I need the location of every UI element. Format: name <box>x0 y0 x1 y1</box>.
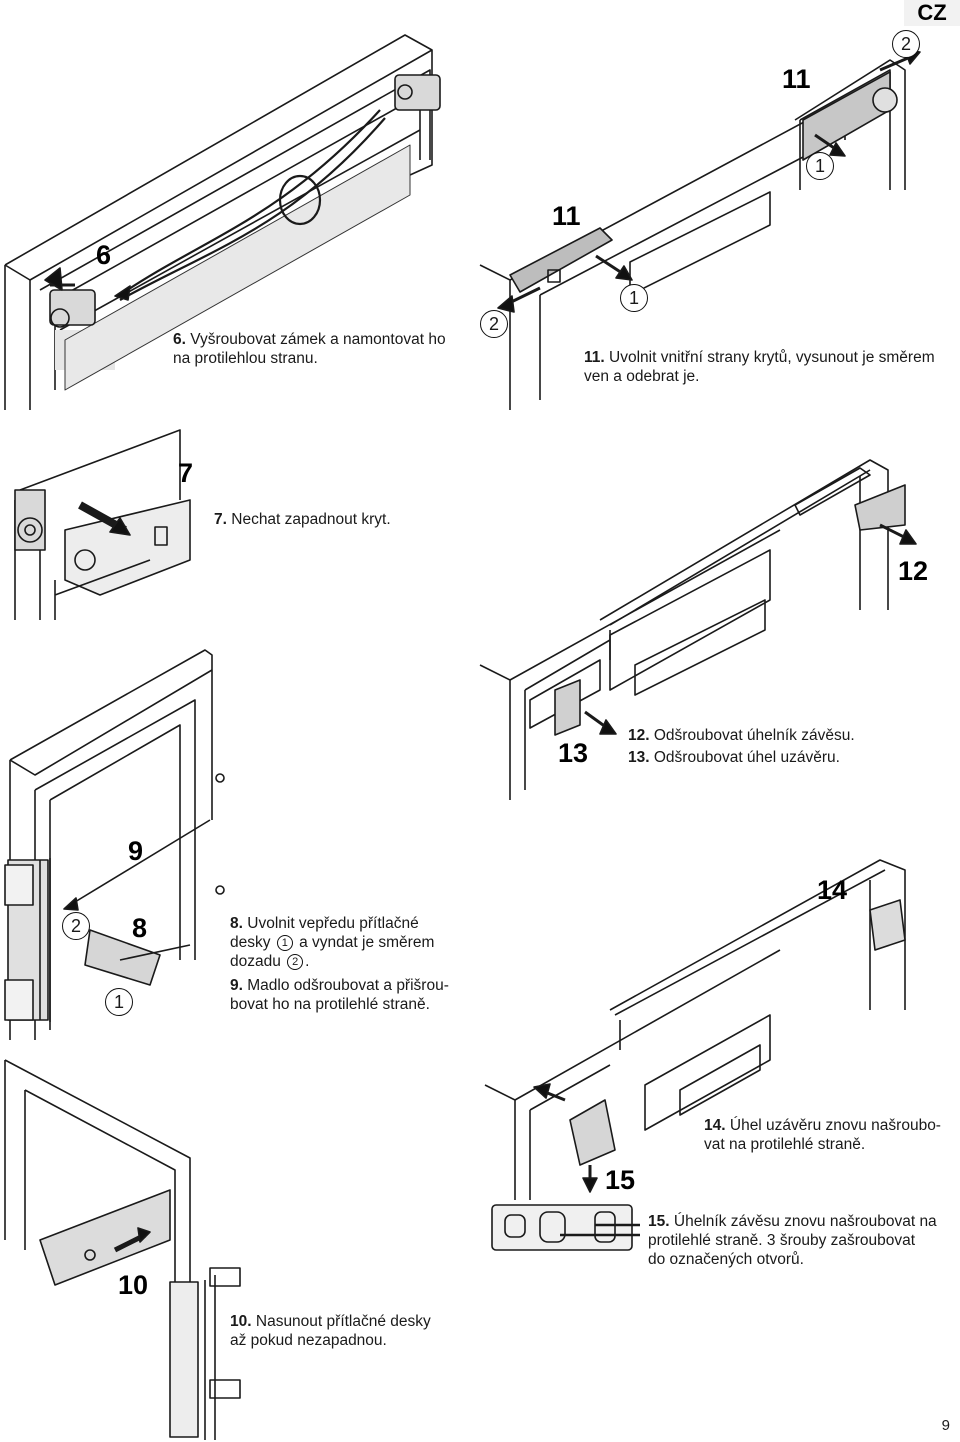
caption-step9-line2: bovat ho na protilehlé straně. <box>230 996 430 1013</box>
caption-step9-num: 9. <box>230 977 243 994</box>
step-number-11-left: 11 <box>552 201 581 231</box>
caption-step6: 6. Vyšroubovat zámek a namontovat ho na … <box>173 330 463 368</box>
caption-step13-text: Odšroubovat úhel uzávěru. <box>653 749 840 766</box>
caption-step8-line3: dozadu <box>230 953 281 970</box>
callout-1-step11-right: 1 <box>806 152 834 180</box>
caption-step15-line3: do označených otvorů. <box>648 1251 804 1268</box>
callout-2-step11-right: 2 <box>892 30 920 58</box>
page-number: 9 <box>941 1417 950 1434</box>
caption-step15-line1: Úhelník závěsu znovu našroubovat na <box>673 1213 937 1230</box>
caption-step8-line2a: desky <box>230 934 271 951</box>
illustration-step7 <box>14 429 191 620</box>
step-number-6: 6 <box>96 240 112 270</box>
caption-step8-line2b: a vyndat je směrem <box>299 934 435 951</box>
caption-step12-num: 12. <box>628 727 650 744</box>
step-number-11-right: 11 <box>782 64 811 94</box>
caption-step10-num: 10. <box>230 1313 252 1330</box>
step-number-8: 8 <box>132 913 148 943</box>
caption-step6-line1: Vyšroubovat zámek a namontovat ho <box>190 331 446 348</box>
callout-2-step8: 2 <box>62 912 90 940</box>
callout-1-step11: 1 <box>620 284 648 312</box>
caption-step9-line1: Madlo odšroubovat a přišrou- <box>247 977 449 994</box>
caption-step14-line2: vat na protilehlé straně. <box>704 1136 866 1153</box>
caption-step6-line2: na protilehlou stranu. <box>173 350 318 367</box>
illustration-step6 <box>4 34 441 410</box>
step-number-15: 15 <box>605 1165 636 1195</box>
illustration-step8-9 <box>4 649 225 1040</box>
caption-step14-num: 14. <box>704 1117 726 1134</box>
caption-step8-9: 8. Uvolnit vepředu přítlačné desky 1 a v… <box>230 914 470 1014</box>
caption-step12-text: Odšroubovat úhelník závěsu. <box>653 727 855 744</box>
step-number-9: 9 <box>128 836 144 866</box>
caption-step7: 7. Nechat zapadnout kryt. <box>214 510 454 529</box>
caption-step8-line3-end: . <box>305 953 310 970</box>
caption-step8-num: 8. <box>230 915 243 932</box>
step-number-12: 12 <box>898 556 929 586</box>
step-number-14: 14 <box>817 875 848 905</box>
circled-2: 2 <box>287 954 304 970</box>
caption-step7-text: Nechat zapadnout kryt. <box>231 511 391 528</box>
caption-step10-line2: až pokud nezapadnou. <box>230 1332 387 1349</box>
caption-step8-line1: Uvolnit vepředu přítlačné <box>247 915 419 932</box>
step-number-7: 7 <box>178 458 194 488</box>
illustration-step15 <box>484 949 781 1251</box>
caption-step13-num: 13. <box>628 749 650 766</box>
illustration-step13 <box>479 529 781 800</box>
callout-1-step8: 1 <box>105 988 133 1016</box>
caption-step12-13: 12. Odšroubovat úhelník závěsu. 13. Odšr… <box>628 726 948 767</box>
callout-2-step11: 2 <box>480 310 508 338</box>
caption-step6-num: 6. <box>173 331 186 348</box>
illustration-step10 <box>4 1059 241 1440</box>
caption-step10: 10. Nasunout přítlačné desky až pokud ne… <box>230 1312 470 1350</box>
caption-step15: 15. Úhelník závěsu znovu našroubovat na … <box>648 1212 953 1269</box>
circled-1: 1 <box>276 935 293 951</box>
caption-step15-line2: protilehlé straně. 3 šrouby zašroubovat <box>648 1232 916 1249</box>
caption-step11-num: 11. <box>584 349 605 366</box>
illustration-step14 <box>609 859 906 1050</box>
caption-step15-num: 15. <box>648 1213 670 1230</box>
caption-step10-line1: Nasunout přítlačné desky <box>255 1313 431 1330</box>
caption-step11: 11. Uvolnit vnitřní strany krytů, vysuno… <box>584 348 954 386</box>
illustration-step12 <box>599 459 917 660</box>
illustration-step11-right <box>794 49 921 190</box>
step-number-13: 13 <box>558 738 589 768</box>
caption-step11-line1: Uvolnit vnitřní strany krytů, vysunout j… <box>609 349 935 366</box>
language-tag: CZ <box>904 0 960 26</box>
caption-step14-line1: Úhel uzávěru znovu našroubo- <box>729 1117 941 1134</box>
caption-step7-num: 7. <box>214 511 227 528</box>
caption-step11-line2: ven a odebrat je. <box>584 368 700 385</box>
caption-step14: 14. Úhel uzávěru znovu našroubo- vat na … <box>704 1116 954 1154</box>
step-number-10: 10 <box>118 1270 149 1300</box>
